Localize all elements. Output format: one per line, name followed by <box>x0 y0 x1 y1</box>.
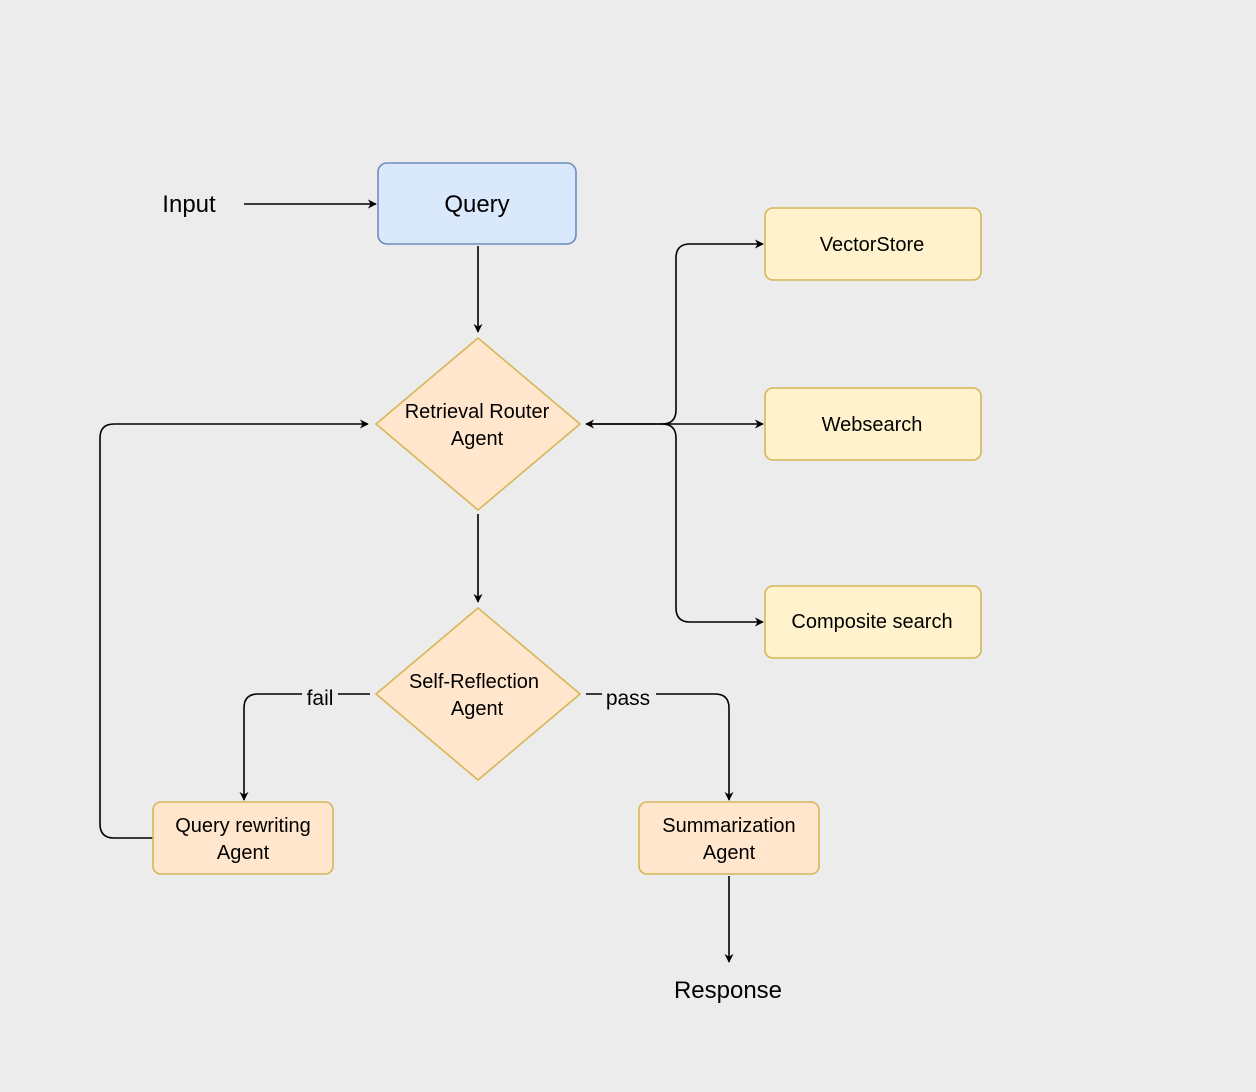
retrieval-router-label-line2: Agent <box>451 428 504 450</box>
retrieval-router-label-line1: Retrieval Router <box>405 401 550 423</box>
query-rewriting-label-line2: Agent <box>217 842 270 864</box>
edges <box>99 199 764 963</box>
edge-label-pass: pass <box>602 684 656 710</box>
websearch-label: Websearch <box>822 414 923 436</box>
edge-self-reflection-fail-to-query-rewriting <box>239 693 370 801</box>
edge-label-fail-text: fail <box>307 687 334 710</box>
summarization-label-line2: Agent <box>703 842 756 864</box>
self-reflection-label-line1: Self-Reflection <box>409 671 539 693</box>
self-reflection-agent-node[interactable]: Self-Reflection Agent <box>375 607 581 781</box>
query-rewriting-label-line1: Query rewriting <box>175 815 311 837</box>
edge-self-reflection-pass-to-summarization <box>586 693 734 801</box>
input-label: Input <box>162 191 216 218</box>
summarization-label-line1: Summarization <box>662 815 795 837</box>
edge-router-to-vectorstore <box>661 239 764 425</box>
response-label: Response <box>674 977 782 1004</box>
composite-search-label: Composite search <box>791 611 952 633</box>
vectorstore-label: VectorStore <box>820 234 925 256</box>
vectorstore-node[interactable]: VectorStore <box>764 207 982 281</box>
retrieval-router-agent-node[interactable]: Retrieval Router Agent <box>375 337 581 511</box>
edge-router-to-composite-search <box>661 423 764 627</box>
edge-query-rewriting-loop-to-router <box>99 419 369 839</box>
websearch-node[interactable]: Websearch <box>764 387 982 461</box>
query-rewriting-agent-node[interactable]: Query rewriting Agent <box>152 801 334 875</box>
query-node-label: Query <box>444 191 509 218</box>
summarization-agent-node[interactable]: Summarization Agent <box>638 801 820 875</box>
composite-search-node[interactable]: Composite search <box>764 585 982 659</box>
edge-label-pass-text: pass <box>606 687 650 710</box>
query-node[interactable]: Query <box>377 162 577 245</box>
edge-label-fail: fail <box>302 684 338 710</box>
self-reflection-label-line2: Agent <box>451 698 504 720</box>
